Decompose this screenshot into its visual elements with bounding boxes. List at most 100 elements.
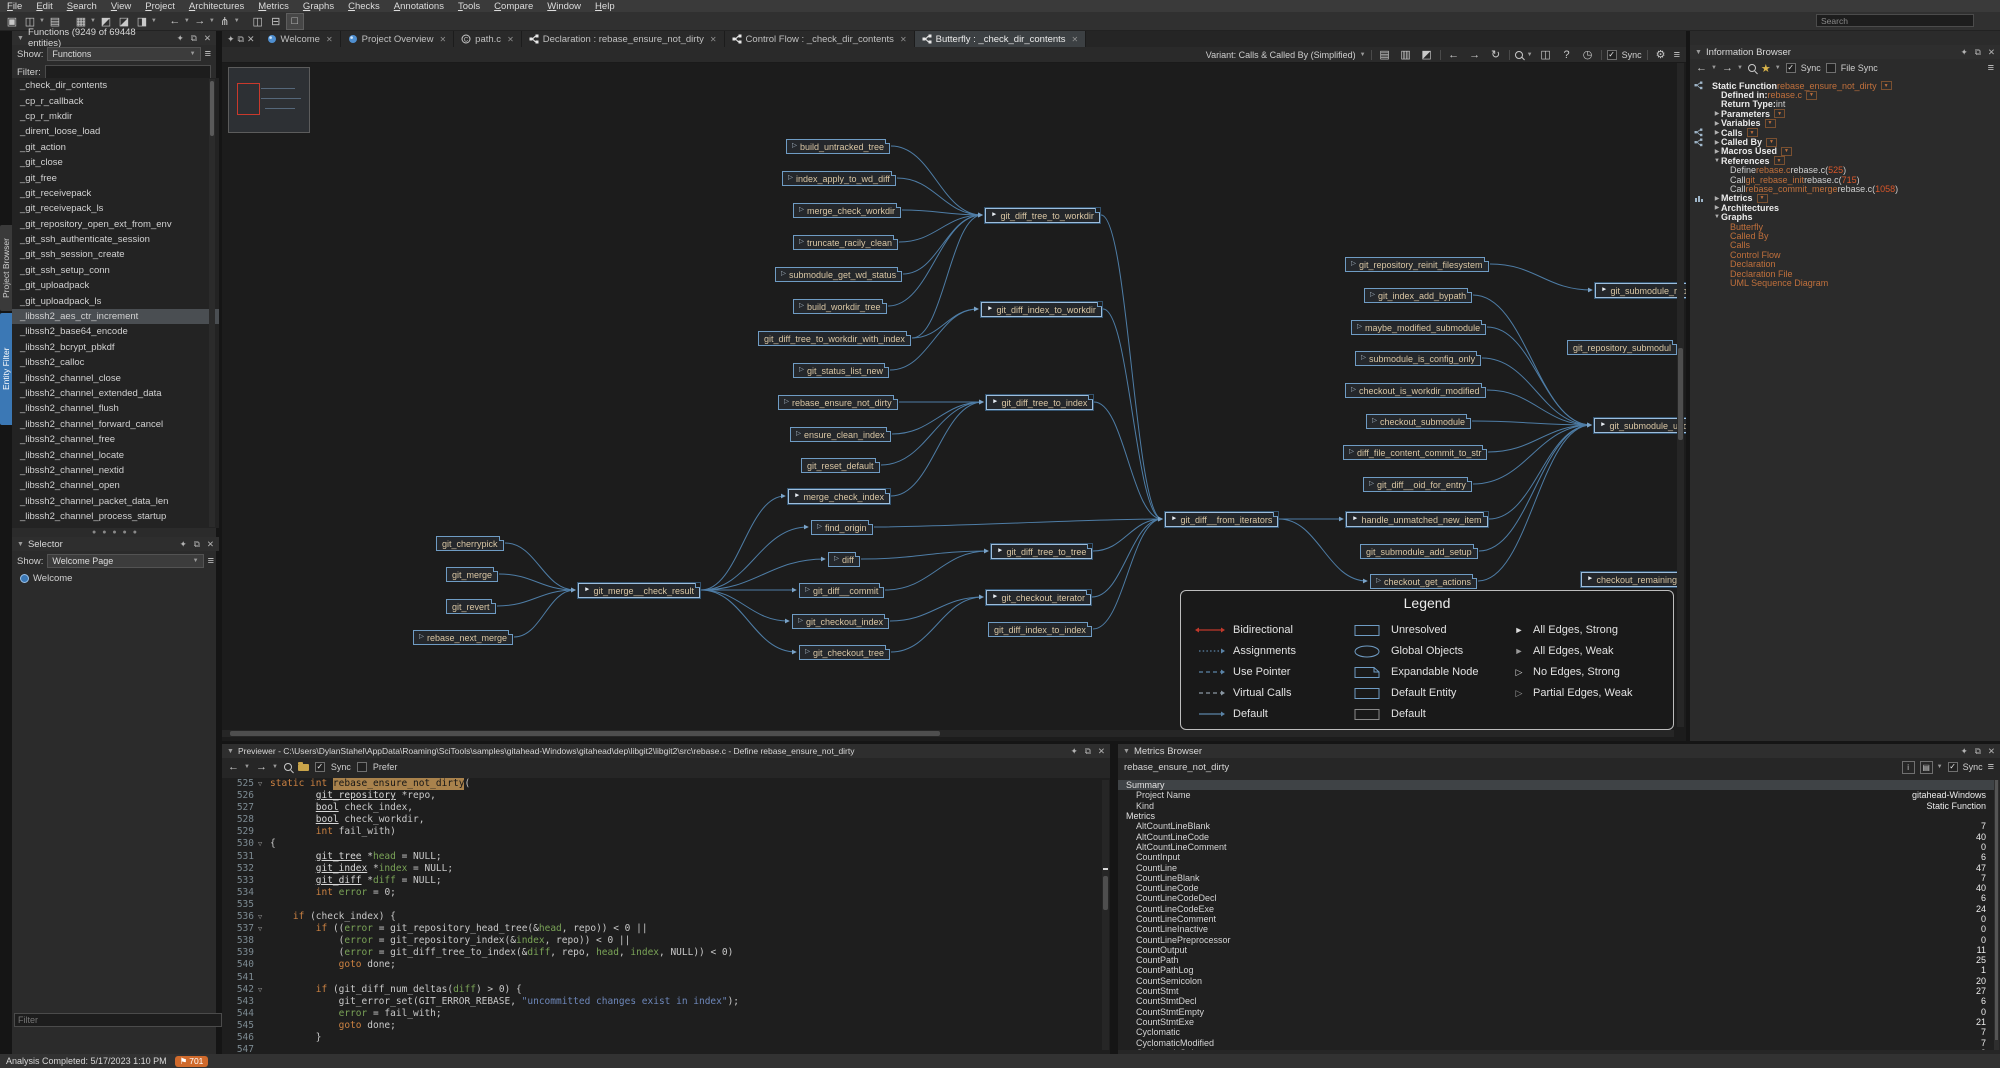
graph-node-maybe_modified_submodule[interactable]: ▷maybe_modified_submodule (1351, 320, 1486, 335)
compare-icon[interactable]: ◫ (1538, 47, 1554, 62)
metrics-row[interactable]: CountSemicolon20 (1118, 976, 1994, 986)
expand-arrow-icon[interactable]: ► (794, 493, 800, 500)
metrics-row[interactable]: CountOutput11 (1118, 945, 1994, 955)
info-tree-row[interactable]: Define rebase.c rebase.c(525) (1692, 166, 1998, 175)
help-icon[interactable]: ? (1559, 47, 1575, 62)
close-icon[interactable]: ✕ (207, 539, 214, 550)
info-tree-row[interactable]: ▼Graphs (1692, 212, 1998, 221)
function-list-item[interactable]: _git_receivepack (12, 186, 219, 201)
info-tree-row[interactable]: ▶Called By▼ (1692, 137, 1998, 146)
info-tree-row[interactable]: UML Sequence Diagram (1692, 278, 1998, 287)
metrics-row[interactable]: CountStmtDecl6 (1118, 996, 1994, 1006)
expand-arrow-icon[interactable]: ▷ (796, 431, 801, 438)
code-line[interactable]: 527 bool check_index, (222, 802, 1110, 814)
menu-item-view[interactable]: View (104, 1, 138, 12)
functions-filter-input[interactable] (45, 65, 211, 79)
metrics-row[interactable]: CountLineCode40 (1118, 883, 1994, 893)
forward-icon[interactable]: → (1467, 47, 1483, 62)
code-scrollbar[interactable] (1102, 780, 1109, 1050)
graph-node-diff_file_content_commit_to_str[interactable]: ▷diff_file_content_commit_to_str (1343, 445, 1487, 460)
dropdown-icon[interactable]: ▼ (1757, 194, 1768, 203)
code-editor[interactable]: 525▽static int rebase_ensure_not_dirty(5… (222, 778, 1110, 1054)
tab-close-icon[interactable]: ✕ (900, 35, 907, 44)
menu-icon[interactable]: ≡ (1988, 761, 1994, 773)
dropdown-icon[interactable]: ▼ (1747, 128, 1758, 137)
info-tree-row[interactable]: ▶Metrics▼ (1692, 194, 1998, 203)
code-line[interactable]: 528 bool check_workdir, (222, 814, 1110, 826)
expand-arrow-icon[interactable]: ▷ (1357, 324, 1362, 331)
tree-toggle-icon[interactable]: ▶ (1713, 195, 1721, 202)
metrics-row[interactable]: AltCountLineCode40 (1118, 831, 1994, 841)
expand-arrow-icon[interactable]: ► (1171, 516, 1177, 523)
info-tree-row[interactable]: Call git_rebase_init rebase.c(715) (1692, 175, 1998, 184)
expand-arrow-icon[interactable]: ▷ (799, 303, 804, 310)
metrics-row[interactable]: CountInput6 (1118, 852, 1994, 862)
function-list-item[interactable]: _git_receivepack_ls (12, 201, 219, 216)
sync-checkbox[interactable]: ✓ (1948, 762, 1958, 772)
code-line[interactable]: 534 int error = 0; (222, 887, 1110, 899)
expand-arrow-icon[interactable]: ► (1600, 422, 1606, 429)
code-line[interactable]: 526 git_repository *repo, (222, 790, 1110, 802)
info-tree-row[interactable]: Defined in: rebase.c▼ (1692, 90, 1998, 99)
graph-icon[interactable]: ⋔ (217, 14, 233, 29)
find-icon[interactable] (284, 763, 292, 771)
minimap-viewport[interactable] (237, 83, 260, 115)
butterfly-graph-canvas[interactable]: Legend BidirectionalAssignmentsUse Point… (222, 63, 1686, 741)
function-list-item[interactable]: _libssh2_channel_locate (12, 447, 219, 462)
expand-arrow-icon[interactable]: ▷ (799, 239, 804, 246)
info-tree-row[interactable]: ▶Variables▼ (1692, 119, 1998, 128)
graph-node-git_merge[interactable]: git_merge (446, 567, 498, 582)
info-tree-row[interactable]: ▶Calls▼ (1692, 128, 1998, 137)
dropdown-icon[interactable]: ▼ (1774, 156, 1785, 165)
save-icon[interactable]: ◩ (1419, 47, 1435, 62)
tab-project-overview[interactable]: Project Overview✕ (341, 31, 455, 47)
info-tree-row[interactable]: ▼References▼ (1692, 156, 1998, 165)
info-tree-row[interactable]: Called By (1692, 231, 1998, 240)
expand-arrow-icon[interactable]: ▷ (1349, 449, 1354, 456)
dropdown-icon[interactable]: ▼ (1881, 81, 1892, 90)
pin-icon[interactable]: ✦ (180, 539, 187, 550)
graph-vertical-scrollbar[interactable] (1677, 63, 1684, 727)
graph-node-build_untracked_tree[interactable]: ▷build_untracked_tree (786, 139, 890, 154)
close-icon[interactable]: ✕ (204, 33, 211, 44)
collapse-icon[interactable]: ▼ (17, 541, 24, 548)
new-project-icon[interactable]: ▣ (4, 14, 20, 29)
tab-butterfly-check-dir-contents[interactable]: Butterfly : _check_dir_contents✕ (915, 31, 1087, 47)
function-list-item[interactable]: _cp_r_callback (12, 93, 219, 108)
variant-select[interactable]: Variant: Calls & Called By (Simplified) (1206, 50, 1356, 60)
float-icon[interactable]: ⧉ (191, 33, 197, 44)
graph-node-git_submodule_add_setup[interactable]: git_submodule_add_setup (1360, 544, 1478, 559)
expand-arrow-icon[interactable]: ▷ (792, 143, 797, 150)
menu-item-graphs[interactable]: Graphs (296, 1, 341, 12)
code-line[interactable]: 541 (222, 972, 1110, 984)
functions-scrollbar[interactable] (209, 79, 215, 527)
graph-node-find_origin[interactable]: ▷find_origin (811, 520, 873, 535)
dropdown-icon[interactable]: ▼ (1774, 109, 1785, 118)
function-list-item[interactable]: _libssh2_channel_close (12, 370, 219, 385)
graph-node-checkout_submodule[interactable]: ▷checkout_submodule (1366, 414, 1471, 429)
metrics-row[interactable]: CountStmtEmpty0 (1118, 1007, 1994, 1017)
function-list-item[interactable]: _git_uploadpack (12, 278, 219, 293)
function-list-item[interactable]: _libssh2_channel_flush (12, 401, 219, 416)
code-line[interactable]: 545 goto done; (222, 1020, 1110, 1032)
graph-node-git_repository_reinit_filesystem[interactable]: ▷git_repository_reinit_filesystem (1345, 257, 1489, 272)
fold-icon[interactable]: ▽ (258, 838, 270, 850)
tree-toggle-icon[interactable]: ▶ (1713, 148, 1721, 155)
function-list-item[interactable]: _libssh2_channel_free (12, 432, 219, 447)
graph-node-rebase_next_merge[interactable]: ▷rebase_next_merge (413, 630, 513, 645)
metrics-row[interactable]: CountLinePreprocessor0 (1118, 934, 1994, 944)
expand-arrow-icon[interactable]: ▷ (1351, 261, 1356, 268)
info-tree-row[interactable]: ▶Parameters▼ (1692, 109, 1998, 118)
menu-icon[interactable]: ≡ (208, 555, 214, 567)
graph-node-truncate_racily_clean[interactable]: ▷truncate_racily_clean (793, 235, 898, 250)
graph-node-diff[interactable]: ▷diff (828, 552, 860, 567)
expand-arrow-icon[interactable]: ► (1352, 516, 1358, 523)
graph-node-git_diff_index_to_index[interactable]: git_diff_index_to_index (988, 622, 1092, 637)
fold-icon[interactable]: ▽ (258, 923, 270, 935)
menu-item-search[interactable]: Search (60, 1, 104, 12)
forward-icon[interactable]: → (1722, 62, 1733, 74)
tree-toggle-icon[interactable]: ▶ (1713, 139, 1721, 146)
info-tree-row[interactable]: ▶Architectures (1692, 203, 1998, 212)
float-icon[interactable]: ⧉ (1975, 746, 1981, 757)
splitter-handle[interactable]: ● ● ● ● ● (12, 529, 219, 536)
